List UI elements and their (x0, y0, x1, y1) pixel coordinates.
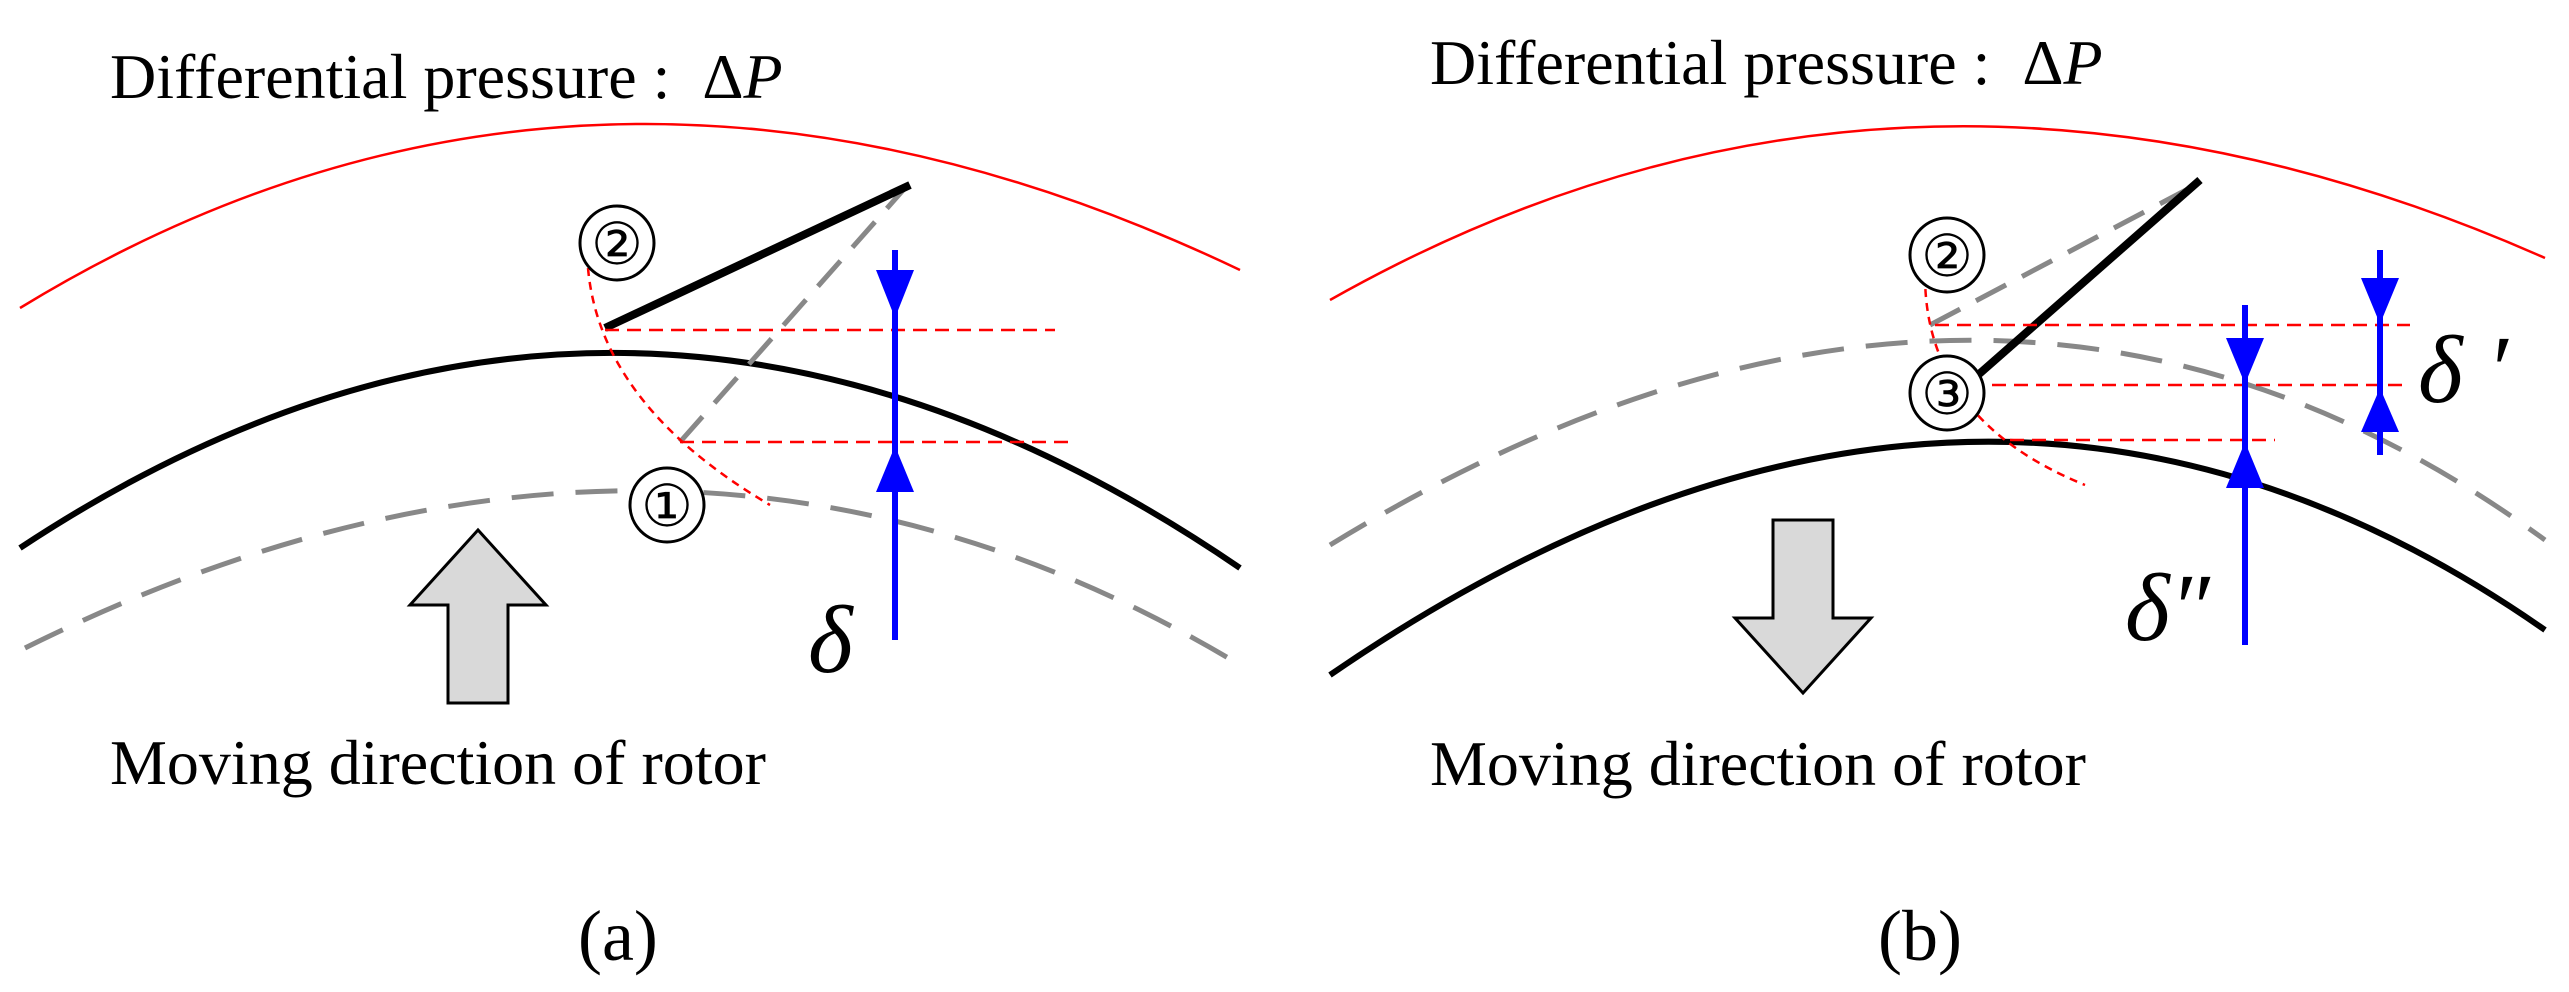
panel-b-marker-2: ② (1908, 216, 1986, 294)
panel-b-gap-dimension-double-prime (2226, 305, 2264, 645)
panel-b-rotor-move-down-arrow (1731, 518, 1875, 696)
panel-a-title: Differential pressure : ΔP (110, 41, 783, 112)
panel-a-tip-trajectory (586, 267, 771, 507)
panel-a-rotor-move-up-arrow (406, 527, 550, 705)
panel-b-gap-label-delta-double-prime: δ″ (2125, 554, 2211, 661)
panel-a-seal-original (678, 186, 907, 444)
panel-b-gap-dimension-prime (2361, 250, 2399, 455)
svg-text:②: ② (1921, 224, 1973, 289)
panel-b-gap-label-delta-prime: δ ′ (2418, 316, 2510, 423)
panel-b-title: Differential pressure : ΔP (1430, 27, 2103, 98)
panel-a-gap-dimension (876, 250, 914, 640)
panel-a-marker-2: ② (578, 204, 656, 282)
svg-text:②: ② (591, 212, 643, 277)
panel-b-casing-arc (1329, 125, 2546, 302)
svg-text:①: ① (641, 474, 693, 539)
panel-b-rotor-surface (1328, 438, 2547, 678)
panel-a-gap-label-delta: δ (808, 586, 854, 693)
panel-a-caption: Moving direction of rotor (110, 727, 766, 798)
svg-text:③: ③ (1921, 362, 1973, 427)
panel-b-caption: Moving direction of rotor (1430, 728, 2086, 799)
panel-b-marker-3: ③ (1908, 354, 1986, 432)
panel-b-label: (b) (1878, 896, 1962, 976)
panel-a-casing-arc (19, 122, 1241, 310)
panel-a-label: (a) (578, 896, 658, 976)
panel-a-seal-deflected (603, 181, 912, 332)
panel-a: Differential pressure : ΔP δ ② (18, 41, 1242, 976)
panel-b-seal-deflected (1967, 176, 2203, 386)
panel-b: Differential pressure : ΔP δ ′ (1328, 27, 2547, 976)
panel-a-marker-1: ① (628, 466, 706, 544)
panel-a-rotor-surface (18, 350, 1242, 571)
